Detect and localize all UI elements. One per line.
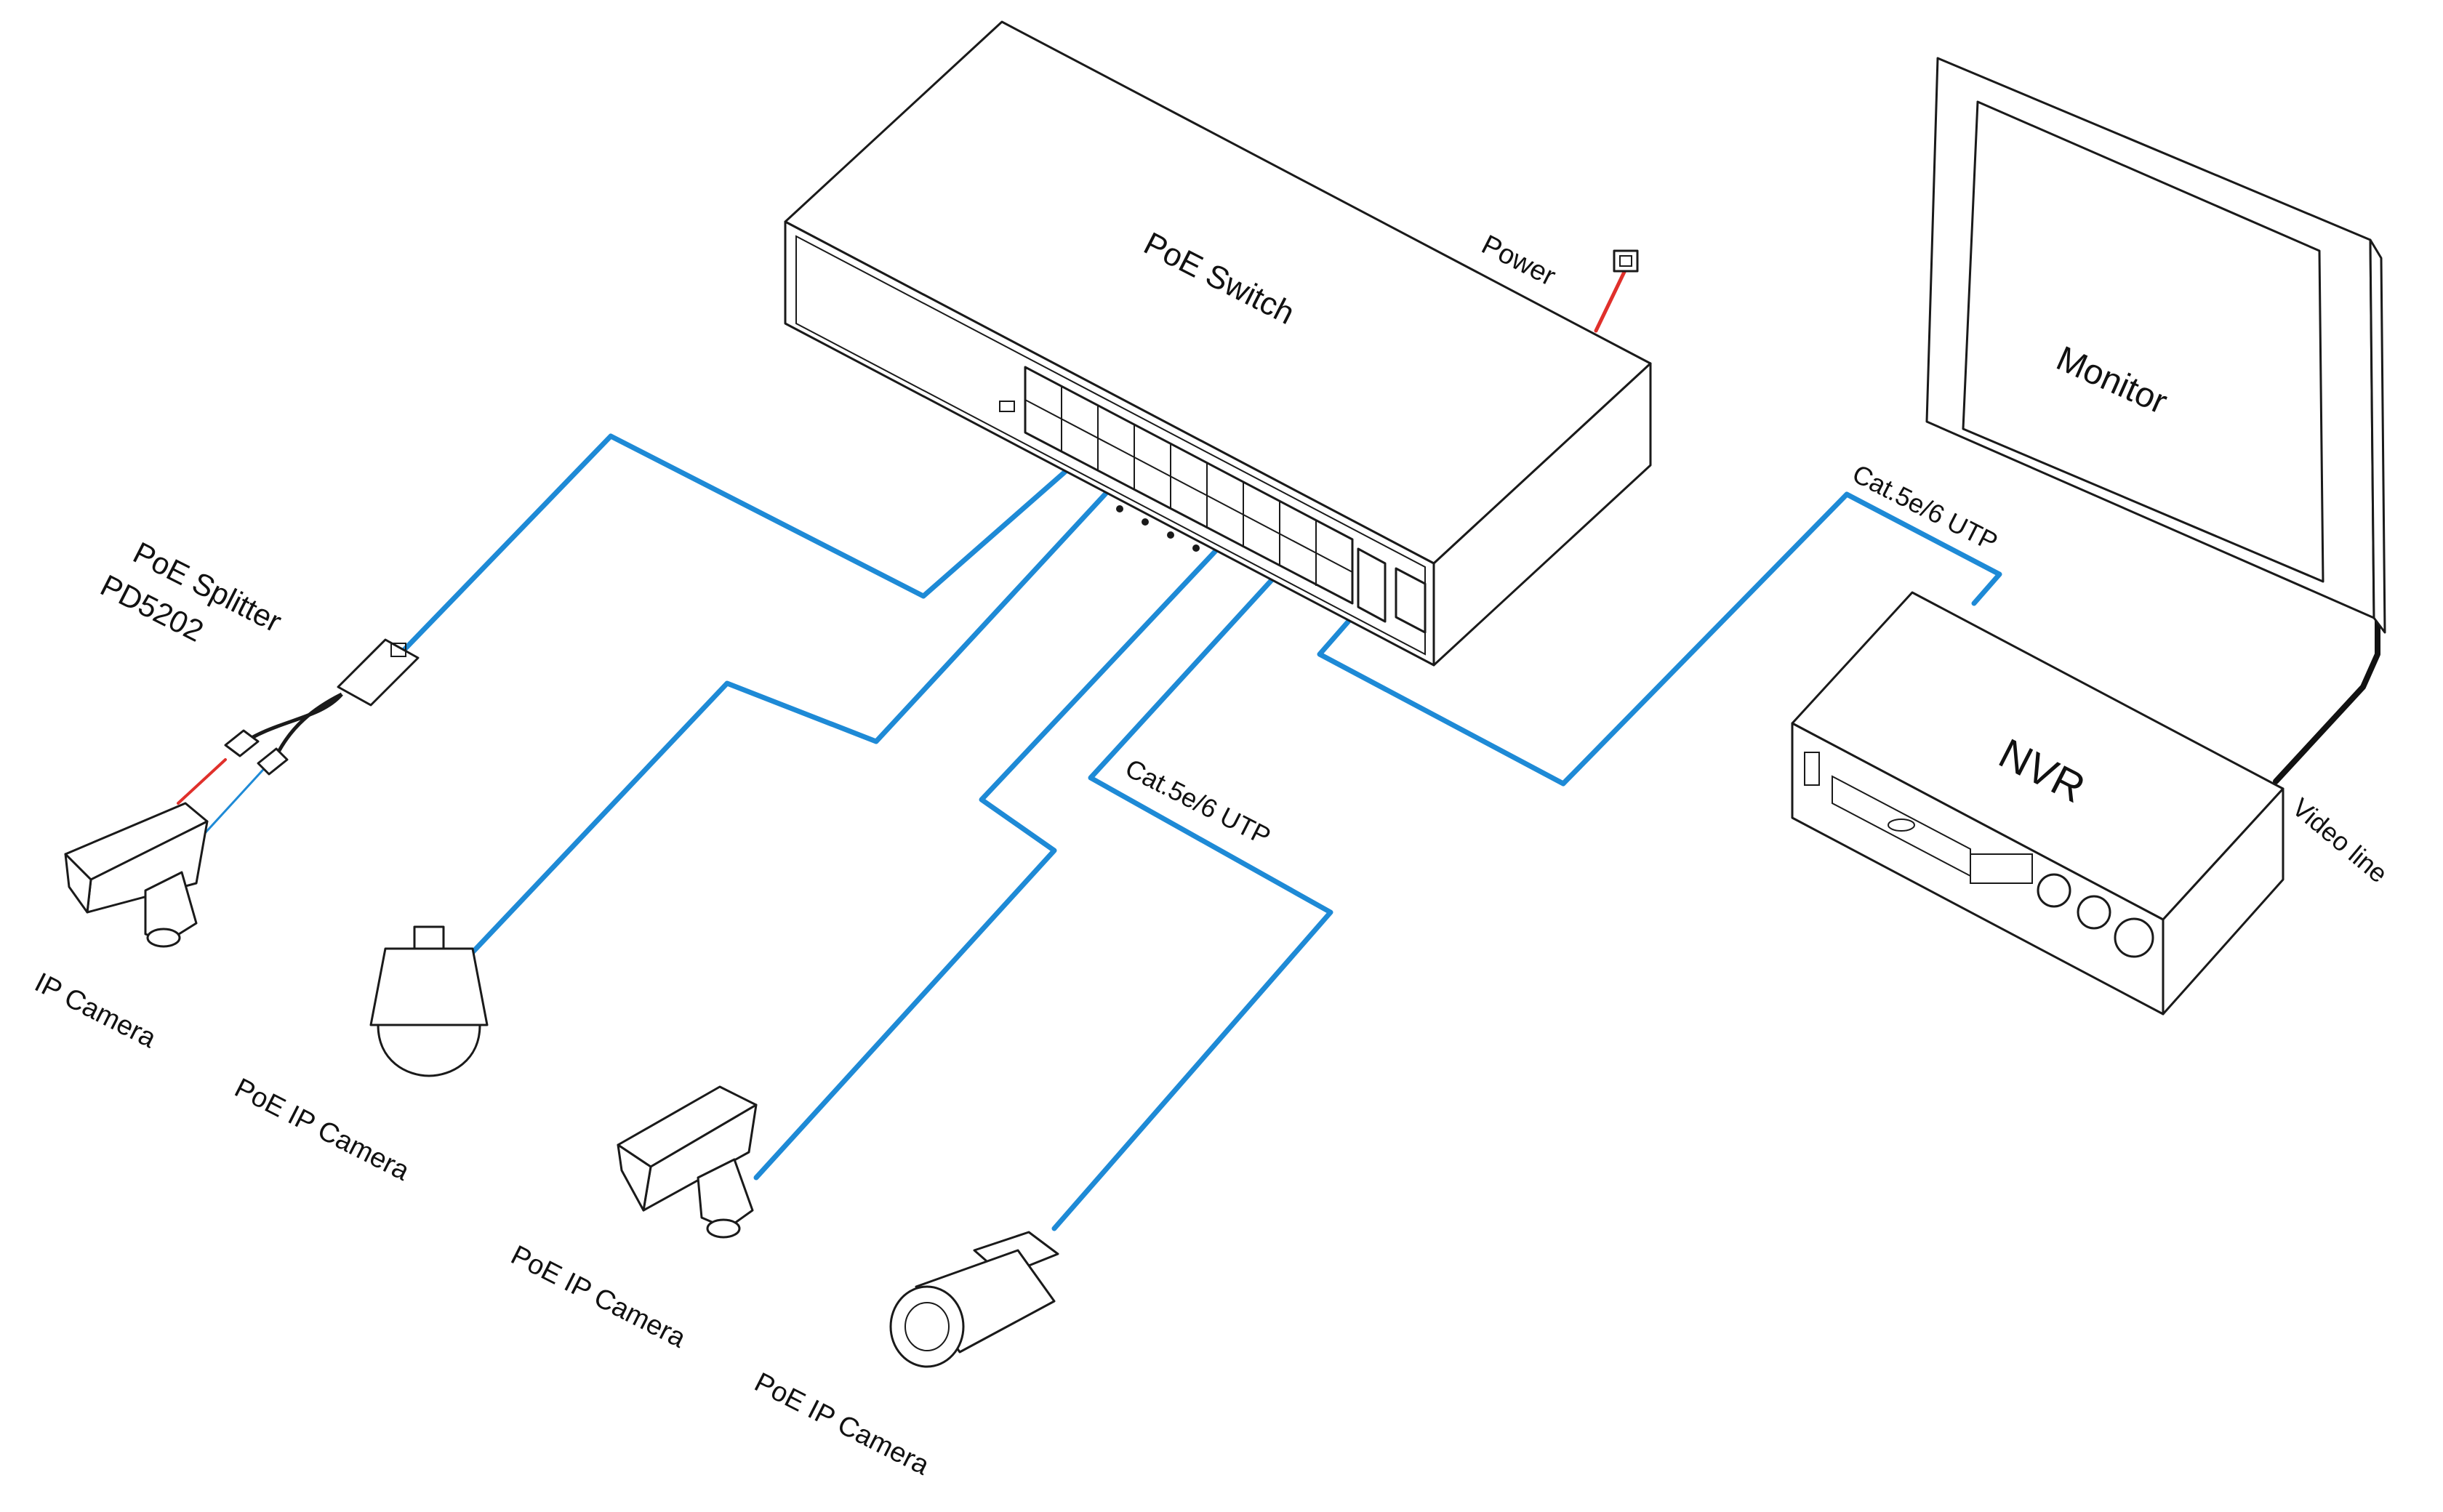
dome-camera-icon xyxy=(369,925,489,1077)
video-line-label: Video line xyxy=(2287,792,2394,889)
bullet-camera-icon xyxy=(889,1231,1059,1368)
monitor-icon xyxy=(1925,57,2386,634)
power-outlet-icon xyxy=(1613,249,1639,273)
cable-switch-to-nvr xyxy=(1317,491,2002,787)
dome-camera-label: PoE IP Camera xyxy=(230,1073,414,1187)
box-camera-icon xyxy=(617,1085,758,1239)
cable-power xyxy=(1594,268,1627,333)
poe-splitter-icon xyxy=(224,638,420,776)
ip-camera-label: IP Camera xyxy=(30,968,161,1055)
bullet-camera-label: PoE IP Camera xyxy=(750,1367,934,1481)
poe-switch-icon xyxy=(784,20,1652,667)
cable-switch-to-splitter xyxy=(397,433,1104,657)
cable-switch-to-dome-camera xyxy=(470,444,1152,955)
cable-switch-to-bullet-camera xyxy=(1051,560,1333,1231)
cables xyxy=(177,268,2380,1231)
box-camera-label: PoE IP Camera xyxy=(506,1240,691,1354)
cable-splitter-to-camera-power xyxy=(177,758,227,805)
box-camera-icon xyxy=(64,802,209,948)
nvr-icon xyxy=(1791,591,2284,1016)
cable-switch-to-box-camera xyxy=(753,526,1239,1181)
